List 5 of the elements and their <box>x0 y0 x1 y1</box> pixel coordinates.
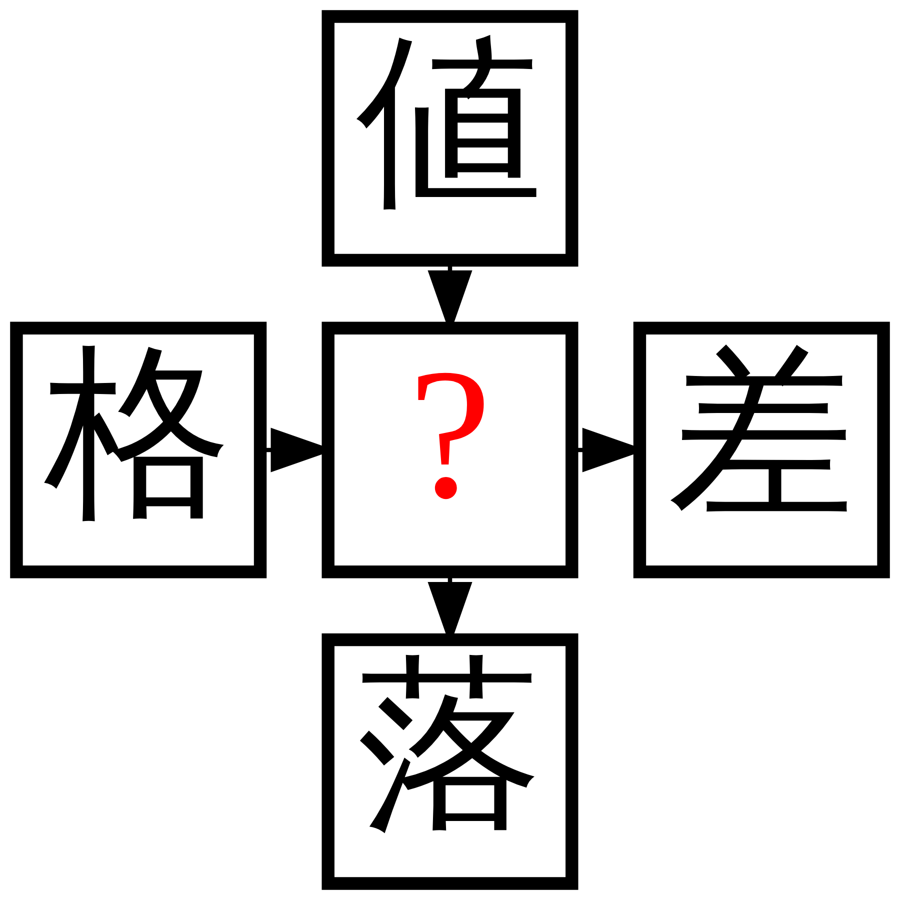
node-box: 値 <box>322 10 578 267</box>
node-box: 格 <box>10 322 267 578</box>
node-box: ? <box>322 322 578 578</box>
node-box: 差 <box>633 322 890 578</box>
node-box: 落 <box>322 633 578 890</box>
